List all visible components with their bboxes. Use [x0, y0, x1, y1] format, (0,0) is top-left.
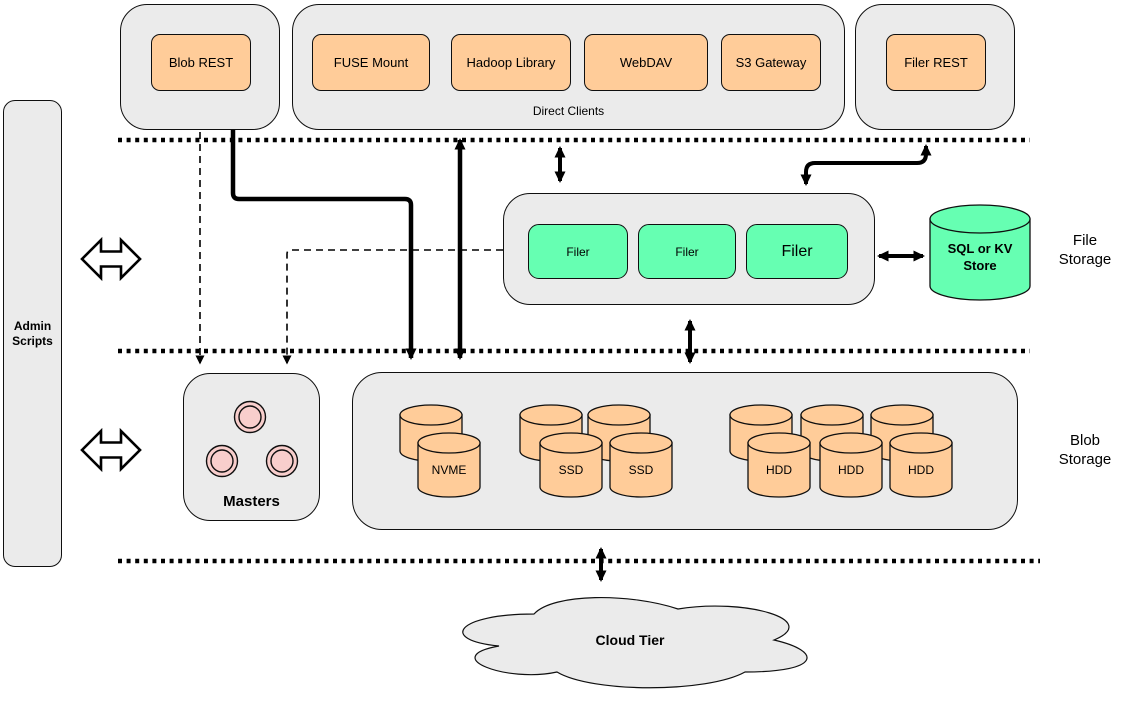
- sql-kv-store-cylinder: [929, 204, 1031, 301]
- webdav-node: WebDAV: [584, 34, 708, 91]
- hdd-cylinder-3: [889, 432, 953, 498]
- filer-rest-group: Filer REST: [855, 4, 1015, 130]
- blob-rest-group: Blob REST: [120, 4, 280, 130]
- sql-kv-store-label: SQL or KV Store: [947, 241, 1013, 273]
- masters-label: Masters: [223, 493, 280, 510]
- admin-scripts-panel: Admin Scripts: [3, 100, 62, 567]
- blob-rest-node: Blob REST: [151, 34, 251, 91]
- ssd-label-2: SSD: [628, 463, 654, 477]
- hdd-label-3: HDD: [908, 463, 934, 477]
- s3-gateway-node: S3 Gateway: [721, 34, 821, 91]
- ssd-cylinder-1: [539, 432, 603, 498]
- filer-node-3: Filer: [746, 224, 848, 279]
- direct-clients-label: Direct Clients: [532, 104, 605, 118]
- nvme-label: NVME: [431, 463, 467, 477]
- direct-clients-group: FUSE Mount Hadoop Library WebDAV S3 Gate…: [292, 4, 845, 130]
- filer-rest-node: Filer REST: [886, 34, 986, 91]
- filer-node-2: Filer: [638, 224, 736, 279]
- hollow-arrow-admin-blob-tier: [80, 427, 142, 473]
- ssd-label-1: SSD: [558, 463, 584, 477]
- hollow-arrow-admin-file-tier: [80, 236, 142, 282]
- filer-node-1: Filer: [528, 224, 628, 279]
- bidir-arrow-filer-rest-filer: [800, 144, 932, 186]
- filer-cluster-group: Filer Filer Filer: [503, 193, 875, 305]
- ssd-cylinder-2: [609, 432, 673, 498]
- hdd-cylinder-2: [819, 432, 883, 498]
- masters-group: Masters: [183, 373, 320, 521]
- hdd-label-1: HDD: [766, 463, 792, 477]
- nvme-cylinder: [417, 432, 481, 498]
- hdd-cylinder-1: [747, 432, 811, 498]
- cloud-tier-label: Cloud Tier: [595, 632, 665, 648]
- admin-scripts-label: Admin Scripts: [12, 318, 53, 348]
- fuse-mount-node: FUSE Mount: [312, 34, 430, 91]
- hdd-label-2: HDD: [838, 463, 864, 477]
- dashed-arrow-filer-to-masters: [282, 249, 503, 365]
- file-storage-tier-label: File Storage: [1058, 232, 1112, 268]
- blob-storage-tier-label: Blob Storage: [1058, 432, 1112, 468]
- arrow-blob-rest-to-blob-storage: [230, 130, 417, 360]
- hadoop-library-node: Hadoop Library: [451, 34, 571, 91]
- volume-cylinders-front: [417, 432, 953, 498]
- master-node-icons: [205, 400, 299, 478]
- cloud-tier-shape: [462, 596, 808, 689]
